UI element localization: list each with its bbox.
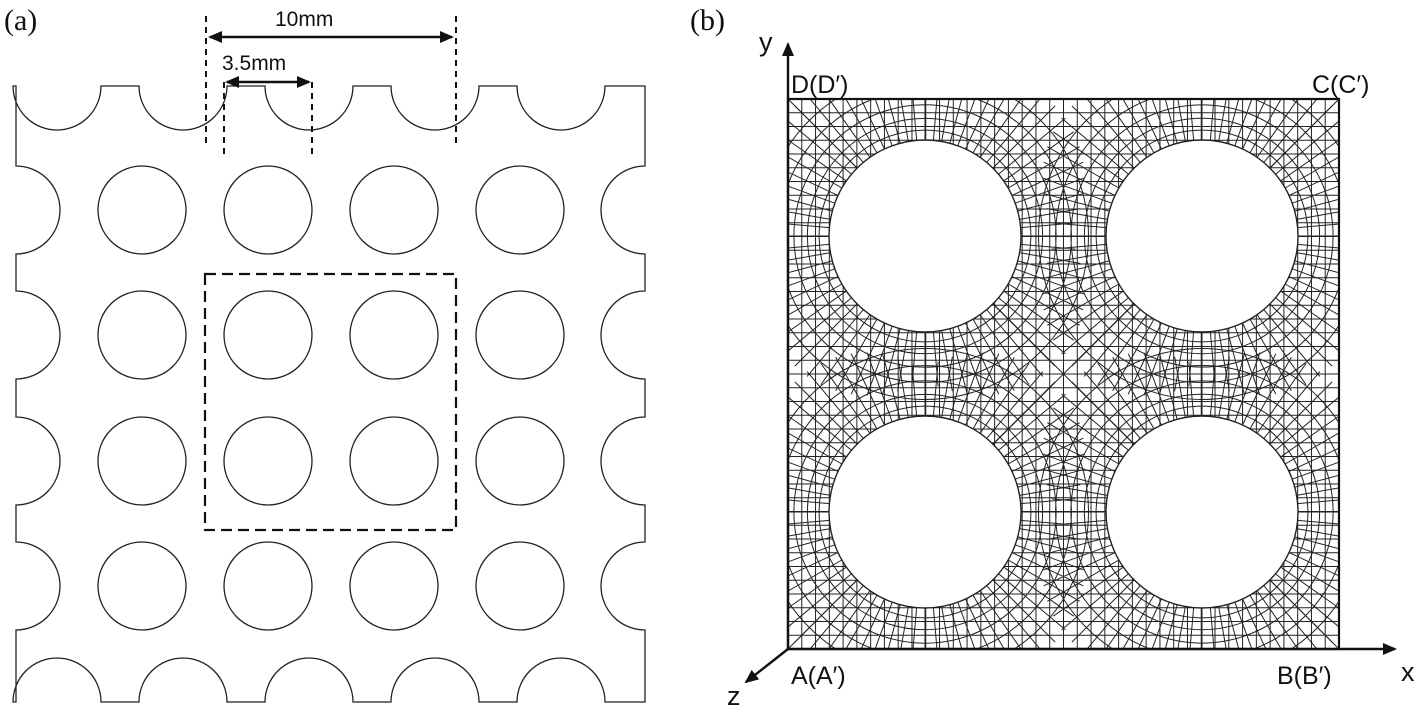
corner-label-bottom-left: A(A′)	[791, 662, 846, 690]
mesh-hole	[1105, 415, 1299, 609]
plate-hole	[475, 290, 565, 380]
z-axis-label: z	[727, 681, 741, 711]
plate-hole	[349, 165, 439, 255]
plate-hole	[97, 416, 187, 506]
corner-label-bottom-right: B(B′)	[1277, 662, 1332, 690]
x-axis-label: x	[1401, 657, 1415, 687]
plate-hole	[223, 416, 313, 506]
mesh-hole	[828, 415, 1022, 609]
plate-hole	[349, 416, 439, 506]
mesh-hole	[1105, 139, 1299, 333]
plate-hole	[349, 290, 439, 380]
y-axis-label: y	[759, 27, 773, 57]
plate-hole	[223, 165, 313, 255]
plate-hole	[97, 165, 187, 255]
plate-hole	[223, 290, 313, 380]
panel-a: (a) 10mm 3.5mm	[4, 4, 646, 703]
z-axis	[744, 648, 789, 684]
panel-a-label: (a)	[4, 4, 37, 37]
plate-hole	[475, 416, 565, 506]
plate-hole	[97, 541, 187, 631]
panel-b-label: (b)	[690, 4, 725, 37]
plate-holes	[97, 165, 565, 631]
plate-hole	[475, 165, 565, 255]
plate-hole	[223, 541, 313, 631]
plate-hole	[475, 541, 565, 631]
mesh-diagonals	[788, 99, 1339, 649]
fe-mesh	[788, 99, 1339, 649]
corner-label-top-left: D(D′)	[791, 71, 848, 99]
pitch-label: 10mm	[275, 8, 333, 31]
diameter-label: 3.5mm	[222, 52, 286, 75]
corner-label-top-right: C(C′)	[1312, 71, 1369, 99]
mesh-hole	[828, 139, 1022, 333]
plate-hole	[349, 541, 439, 631]
panel-b: (b) y x z D(D′) C(C′) A(A′) B(B′)	[690, 4, 1415, 711]
unit-cell-box	[203, 272, 458, 532]
plate-hole	[97, 290, 187, 380]
